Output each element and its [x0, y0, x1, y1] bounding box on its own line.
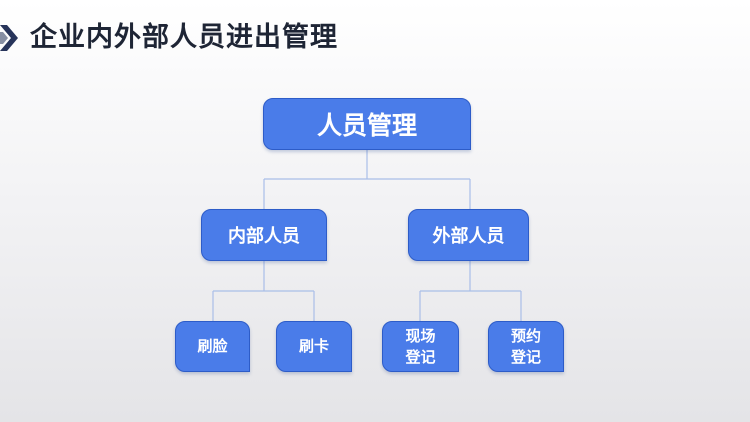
node-external-staff: 外部人员 — [408, 209, 529, 261]
node-label: 刷脸 — [197, 337, 228, 355]
node-label: 现场 登记 — [405, 326, 436, 366]
node-personnel-management: 人员管理 — [263, 98, 471, 150]
node-label: 外部人员 — [432, 226, 505, 247]
double-chevron-right-icon — [0, 25, 18, 51]
node-label: 刷卡 — [298, 337, 329, 355]
node-label: 人员管理 — [316, 111, 417, 140]
node-label: 内部人员 — [228, 226, 300, 247]
node-internal-staff: 内部人员 — [201, 209, 327, 261]
page-title: 企业内外部人员进出管理 — [30, 22, 338, 53]
node-label: 预约 登记 — [510, 326, 541, 366]
node-face-scan: 刷脸 — [175, 321, 250, 372]
node-onsite-registration: 现场 登记 — [382, 321, 459, 372]
node-reservation-registration: 预约 登记 — [488, 321, 564, 372]
node-card-swipe: 刷卡 — [276, 321, 352, 372]
